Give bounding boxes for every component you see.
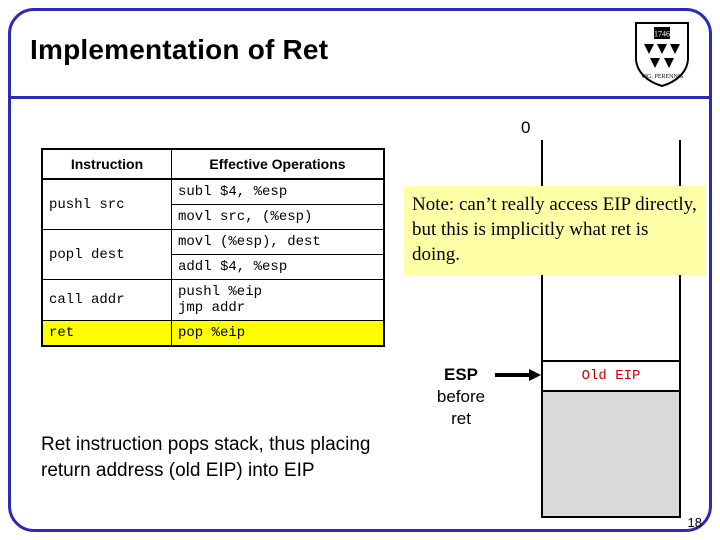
esp-label-line1: ESP [443,365,479,384]
table-header-effective-operations: Effective Operations [171,148,385,180]
slide-frame-border [8,8,712,532]
table-cell-instruction: ret [41,320,172,347]
table-row: ret pop %eip [41,320,385,347]
svg-text:1746: 1746 [654,30,670,39]
table-cell-operation: addl $4, %esp [171,254,385,280]
table-cell-instruction: pushl src [41,178,172,230]
table-cell-operation: pop %eip [171,320,385,347]
table-row: addl $4, %esp [42,254,385,280]
instruction-table: Instruction Effective Operations pushl s… [41,148,385,347]
table-row: popl dest movl (%esp), dest [41,229,385,280]
table-cell-operation: jmp addr [178,300,246,316]
table-cell-operation: movl (%esp), dest [171,229,385,255]
table-row: movl src, (%esp) [42,204,385,230]
esp-label-line3: ret [451,409,471,428]
stack-column [541,140,681,518]
esp-label-line2: before [436,387,486,406]
stack-used-region [541,392,681,518]
stack-top-label: 0 [521,118,531,137]
table-cell-operation-group: pushl %eip jmp addr [171,279,385,321]
table-cell-instruction: popl dest [41,229,172,280]
esp-pointer-label: ESP before ret [418,364,504,430]
table-cell-operation: subl $4, %esp [171,178,385,205]
table-header-row: Instruction Effective Operations [41,148,385,180]
note-callout: Note: can’t really access EIP directly, … [404,186,706,275]
svg-text:VIG. PERENNIS: VIG. PERENNIS [641,74,683,80]
princeton-shield-icon: 1746 VIG. PERENNIS [632,20,692,88]
slide-caption: Ret instruction pops stack, thus placing… [41,434,371,481]
page-title: Implementation of Ret [30,34,329,65]
table-row: pushl src subl $4, %esp [41,178,385,230]
table-cell-instruction: call addr [41,279,172,321]
slide-number: 18 [687,515,702,530]
table-cell-operation: movl src, (%esp) [171,204,385,230]
stack-cell-old-eip: Old EIP [541,360,681,392]
stack-cell-old-eip-label: Old EIP [581,368,641,384]
table-header-instruction: Instruction [41,148,172,180]
title-divider [11,96,709,99]
esp-arrow-icon [495,369,541,381]
table-row: call addr pushl %eip jmp addr [41,279,385,321]
table-cell-operation: pushl %eip [178,284,263,300]
